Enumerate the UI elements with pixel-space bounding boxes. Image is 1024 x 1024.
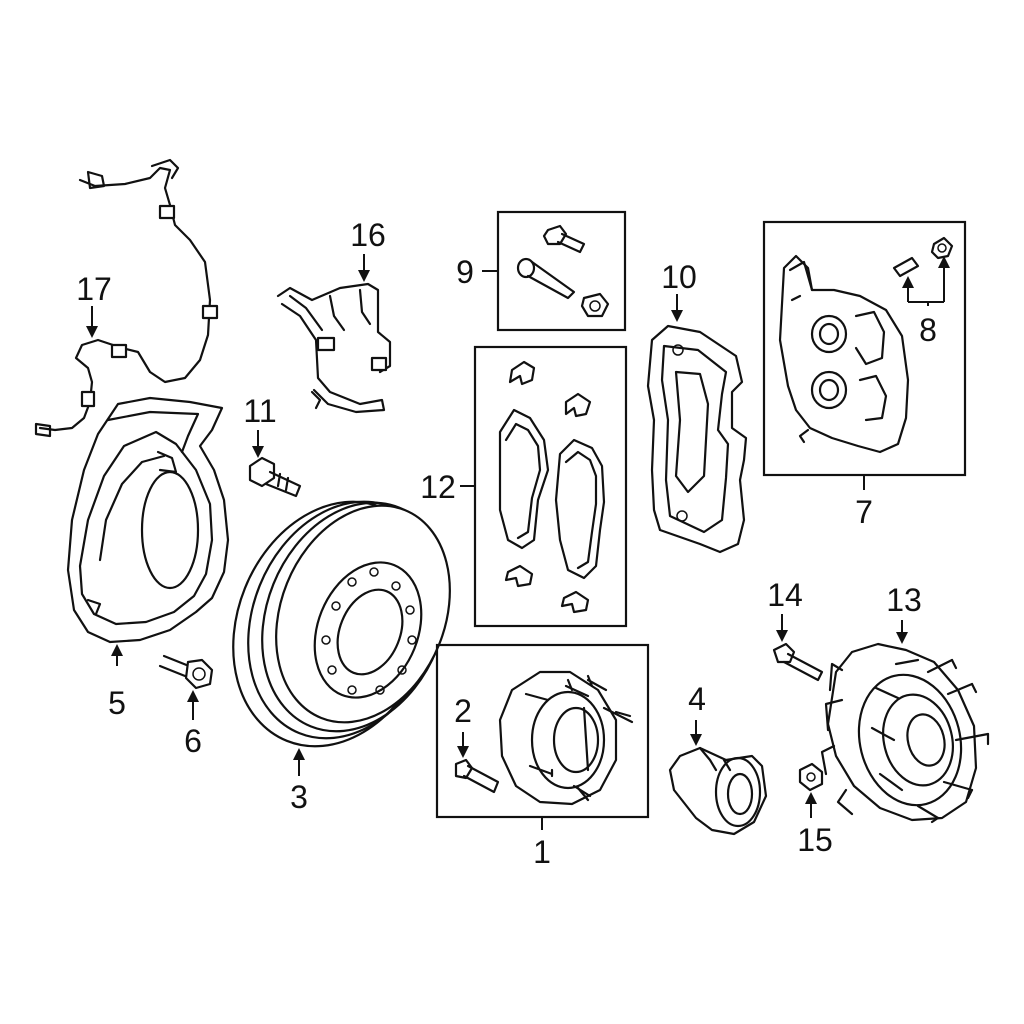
wheel-stud bbox=[454, 758, 500, 794]
callout-10: 10 bbox=[661, 259, 697, 295]
callout-15: 15 bbox=[797, 822, 833, 858]
bracket-bolt bbox=[248, 456, 302, 498]
hub-bearing bbox=[668, 746, 768, 836]
callout-9: 9 bbox=[456, 254, 474, 290]
hub-with-studs bbox=[820, 642, 990, 824]
dust-shield bbox=[66, 396, 230, 644]
callout-16: 16 bbox=[350, 217, 386, 253]
callout-17: 17 bbox=[76, 271, 112, 307]
wheel-hub-assembly bbox=[498, 670, 634, 806]
brake-rotor bbox=[232, 500, 451, 748]
callout-8: 8 bbox=[919, 312, 937, 348]
callout-5: 5 bbox=[108, 685, 126, 721]
brake-caliper bbox=[778, 254, 910, 454]
abs-sensor-harness bbox=[34, 158, 219, 438]
shield-bolt bbox=[158, 654, 214, 690]
lug-nut bbox=[798, 762, 824, 792]
callout-11: 11 bbox=[243, 393, 276, 429]
caliper-bracket bbox=[646, 324, 748, 554]
callout-13: 13 bbox=[886, 582, 922, 618]
hub-bolt bbox=[772, 642, 824, 682]
brake-pad-set bbox=[498, 360, 606, 614]
slide-pin-kit bbox=[516, 224, 610, 318]
callout-6: 6 bbox=[184, 723, 202, 759]
callout-14: 14 bbox=[767, 577, 803, 613]
callout-leaders bbox=[86, 254, 950, 830]
callout-1: 1 bbox=[533, 834, 551, 870]
brake-hose-bracket bbox=[276, 282, 392, 414]
callout-3: 3 bbox=[290, 779, 308, 815]
callout-2: 2 bbox=[454, 693, 472, 729]
callout-7: 7 bbox=[855, 494, 873, 530]
callout-4: 4 bbox=[688, 681, 706, 717]
rotor-lug-holes bbox=[321, 567, 417, 695]
bleeder-and-cap bbox=[892, 236, 954, 278]
callout-12: 12 bbox=[420, 469, 456, 505]
